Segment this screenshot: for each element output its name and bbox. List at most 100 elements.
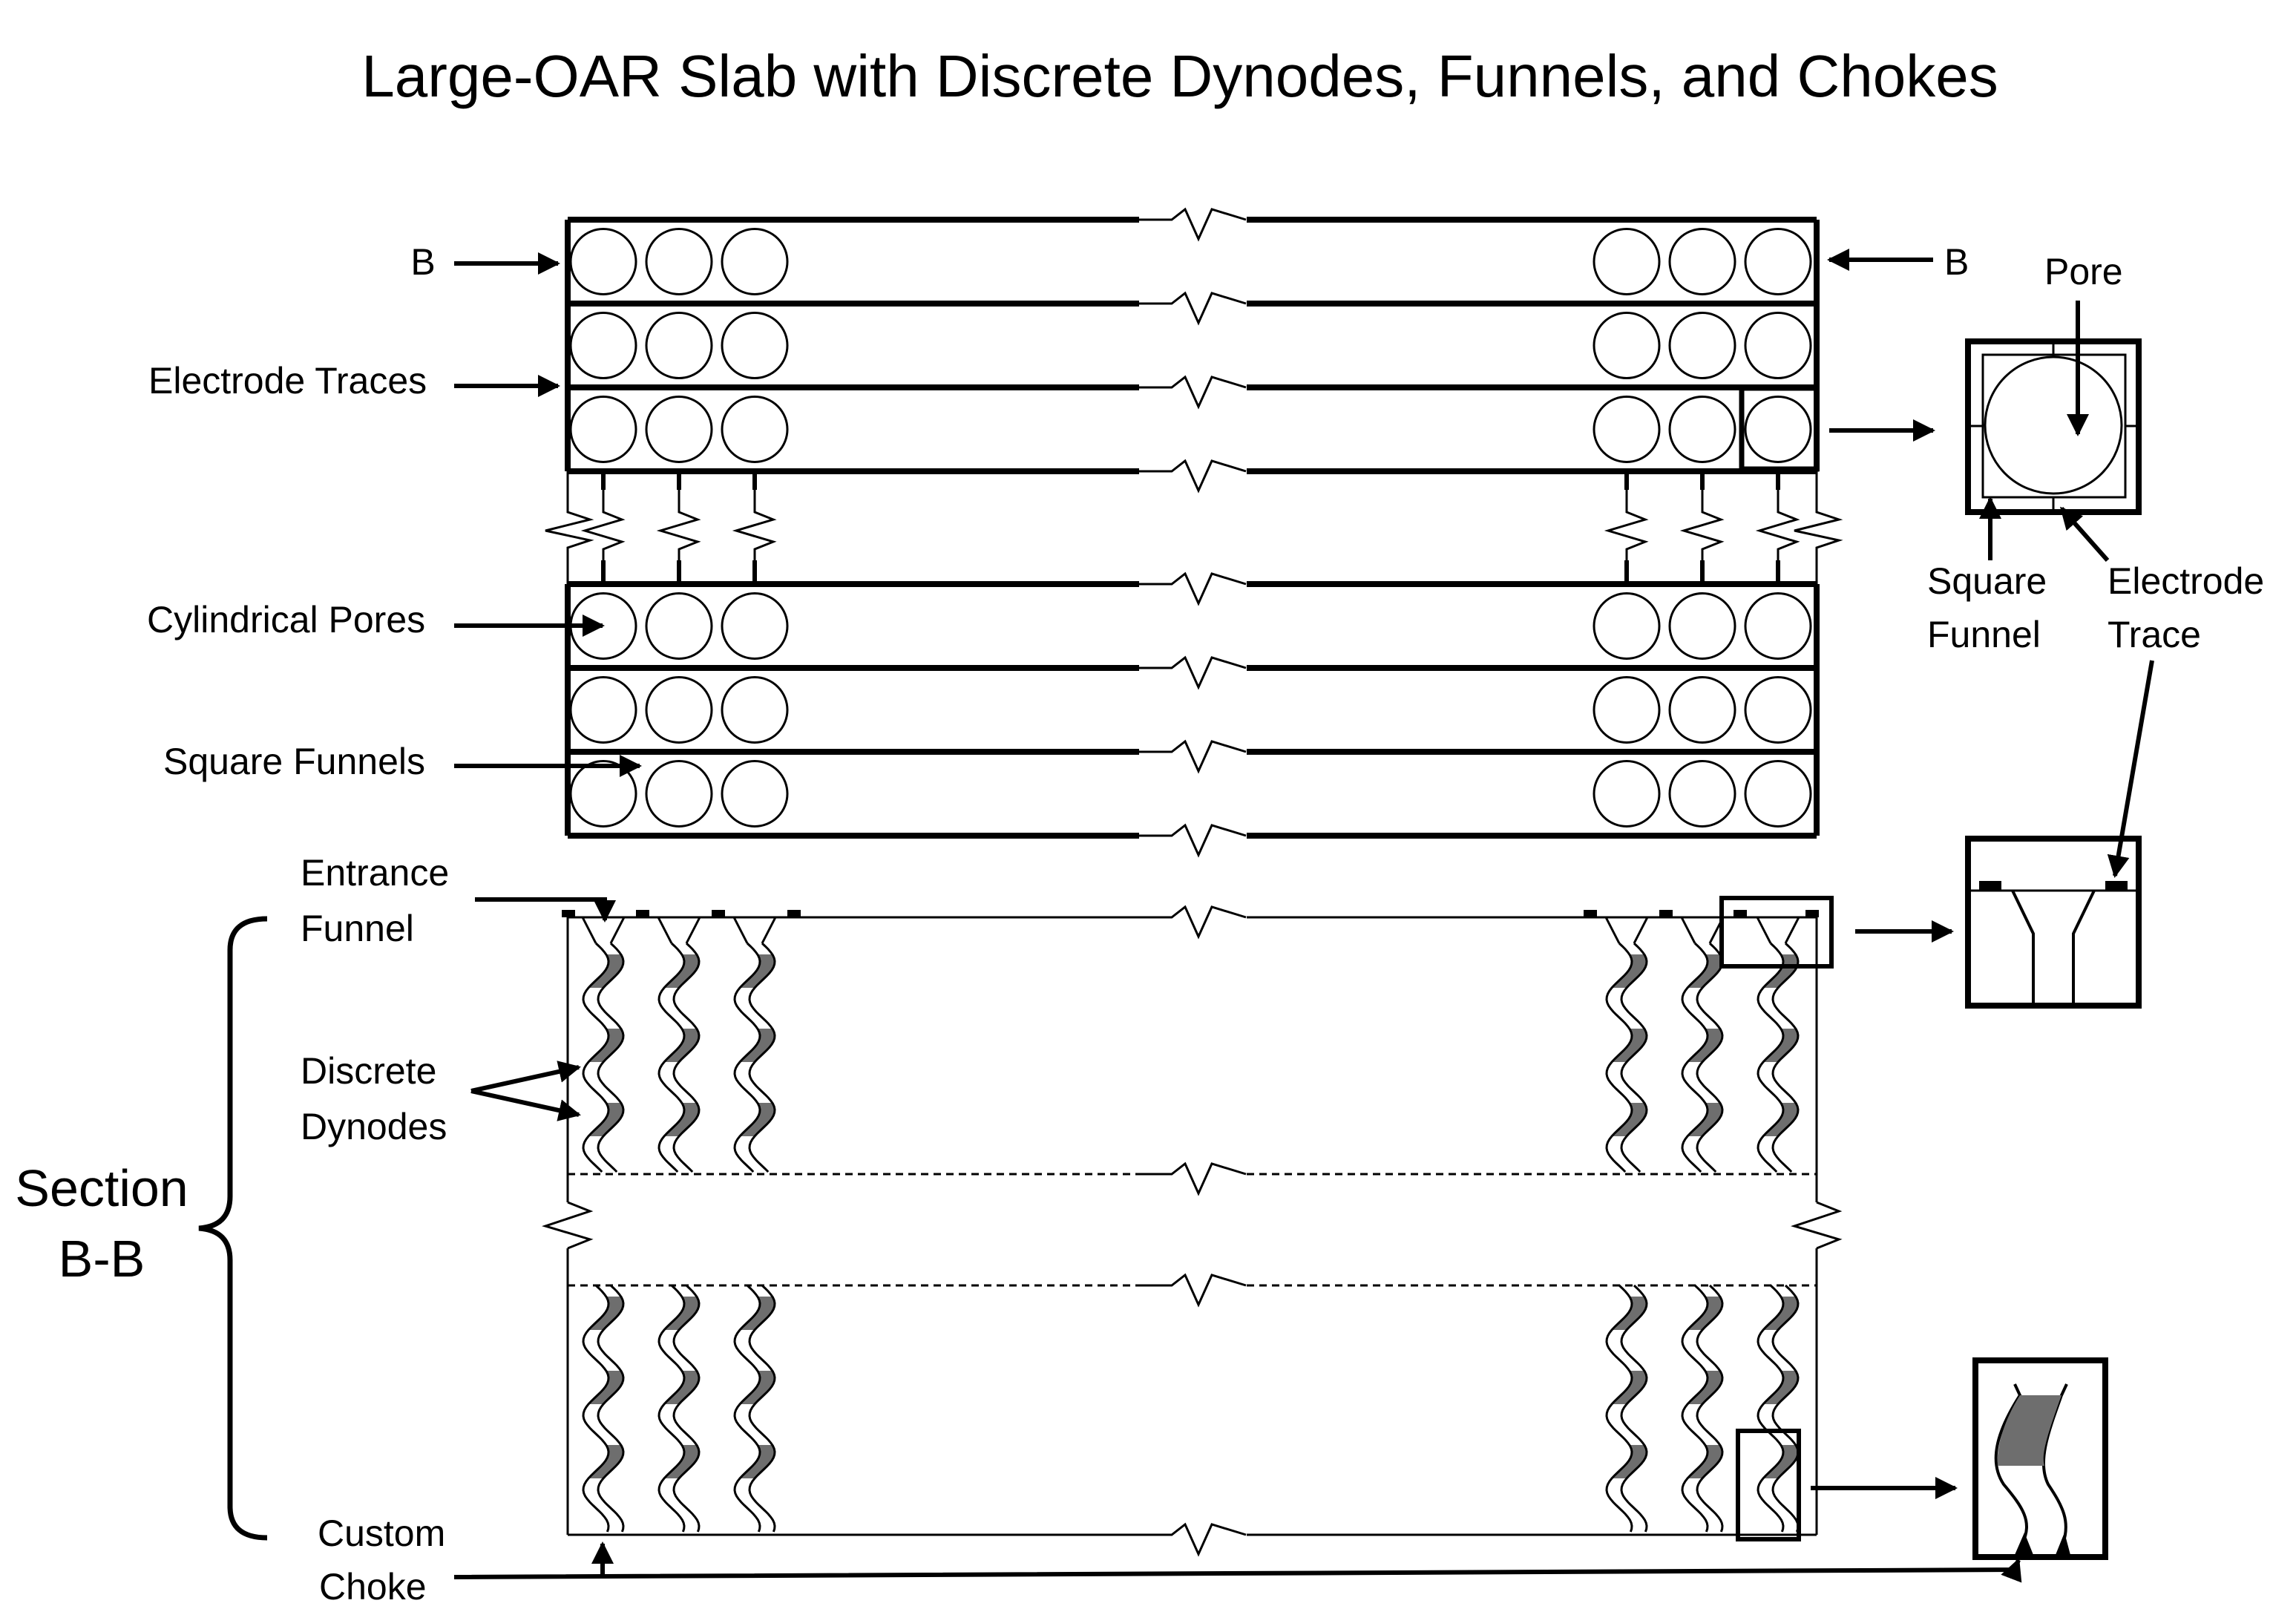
upper-channel-5-funnel-right — [1784, 917, 1800, 944]
entrance-electrode-pad-1 — [636, 910, 649, 917]
upper-channel-0-funnel-right — [609, 917, 626, 944]
discrete-dynodes-label-line1: Discrete — [301, 1050, 436, 1092]
upper-break-2 — [1139, 375, 1247, 410]
section-label-line1: Section — [15, 1159, 188, 1217]
plan-view-break-connectors — [545, 469, 1843, 584]
upper-channel-5 — [1756, 917, 1800, 1173]
upper-channel-2 — [732, 917, 777, 1173]
plan-view-upper-panel — [565, 207, 1820, 494]
lower-channel-4-wall-left — [1681, 1284, 1709, 1533]
upper-channel-1-funnel-right — [685, 917, 701, 944]
pore-connector-zig-1 — [656, 490, 701, 560]
lower-pore-2-3 — [1593, 760, 1661, 828]
pore-connector-zig-0 — [580, 490, 626, 560]
upper-pore-0-3 — [1593, 228, 1661, 295]
electrode-trace-arrow — [2059, 506, 2110, 562]
upper-pore-0-4 — [1668, 228, 1736, 295]
upper-pore-0-5 — [1744, 228, 1812, 295]
section-left-edge-break — [542, 1201, 594, 1250]
upper-pore-highlight-box — [1739, 385, 1820, 472]
lower-pore-1-1 — [645, 676, 713, 744]
upper-pore-1-3 — [1593, 312, 1661, 379]
upper-channel-1-funnel-left — [657, 917, 673, 944]
lower-pore-1-3 — [1593, 676, 1661, 744]
lower-break-3 — [1139, 823, 1247, 858]
lower-pore-0-5 — [1744, 592, 1812, 660]
upper-break-0 — [1139, 207, 1247, 242]
lower-channel-3-wall-left — [1605, 1284, 1633, 1533]
custom-choke-detail-arrow — [453, 1558, 2022, 1583]
upper-pore-2-2 — [721, 396, 789, 463]
entrance-electrode-pad-0 — [562, 910, 575, 917]
upper-channel-0-funnel-left — [581, 917, 597, 944]
lower-channel-3 — [1605, 1284, 1648, 1533]
upper-pore-2-3 — [1593, 396, 1661, 463]
upper-break-1 — [1139, 291, 1247, 326]
choke-highlight-box — [1736, 1429, 1801, 1541]
upper-pore-2-4 — [1668, 396, 1736, 463]
lower-pore-1-0 — [569, 676, 637, 744]
section-top-break — [1139, 905, 1247, 940]
square-funnel-label-line1: Square — [1927, 560, 2047, 602]
pore-connector-zig-3 — [1604, 490, 1649, 560]
entrance-funnel-label-line1: Entrance — [301, 852, 449, 894]
upper-pore-2-1 — [645, 396, 713, 463]
lower-channel-0 — [582, 1284, 625, 1533]
upper-channel-4-wall-right — [1696, 942, 1724, 1173]
lower-pore-1-4 — [1668, 676, 1736, 744]
upper-channel-3-funnel-left — [1604, 917, 1621, 944]
upper-channel-2-wall-left — [733, 942, 761, 1173]
upper-channel-5-wall-left — [1757, 942, 1785, 1173]
left-edge-break — [545, 469, 594, 584]
upper-channel-4-funnel-left — [1680, 917, 1696, 944]
upper-pore-1-1 — [645, 312, 713, 379]
lower-channel-0-wall-left — [582, 1284, 610, 1533]
lower-pore-0-1 — [645, 592, 713, 660]
square-funnel-label-line2: Funnel — [1927, 614, 2041, 655]
upper-channel-2-wall-right — [748, 942, 776, 1173]
lower-channel-1-wall-right — [672, 1284, 701, 1533]
lower-pore-1-5 — [1744, 676, 1812, 744]
lower-pore-2-0 — [569, 760, 637, 828]
entrance-funnel-arrow — [475, 897, 616, 923]
lower-channel-0-wall-right — [597, 1284, 625, 1533]
custom-choke-label-line1: Custom — [318, 1513, 445, 1554]
square-funnels-label: Square Funnels — [163, 741, 425, 782]
upper-channel-2-funnel-left — [732, 917, 749, 944]
choke-wall-left — [1994, 1383, 2028, 1544]
upper-channel-5-funnel-left — [1756, 917, 1772, 944]
plan-view-lower-panel — [565, 571, 1820, 858]
lower-pore-2-1 — [645, 760, 713, 828]
electrode-traces-label: Electrode Traces — [148, 360, 427, 402]
diagram-title: Large-OAR Slab with Discrete Dynodes, Fu… — [361, 43, 1998, 109]
upper-channel-3-wall-right — [1620, 942, 1648, 1173]
lower-channel-4 — [1681, 1284, 1724, 1533]
lower-channel-2 — [733, 1284, 776, 1533]
section-brace — [198, 916, 268, 1541]
upper-channel-3 — [1604, 917, 1649, 1173]
upper-pore-2-5 — [1744, 396, 1812, 463]
electrode-trace-label-line2: Trace — [2108, 614, 2201, 655]
lower-pore-0-3 — [1593, 592, 1661, 660]
lower-channel-5-wall-right — [1771, 1284, 1800, 1533]
entrance-funnel-highlight-box — [1719, 896, 1834, 969]
lower-channel-4-wall-right — [1696, 1284, 1724, 1533]
discrete-dynodes-arrow-1 — [470, 1061, 581, 1093]
lower-pore-2-2 — [721, 760, 789, 828]
upper-channel-1-wall-left — [657, 942, 686, 1173]
lower-pore-0-4 — [1668, 592, 1736, 660]
upper-pore-0-0 — [569, 228, 637, 295]
upper-channel-3-funnel-right — [1633, 917, 1649, 944]
custom-choke-label-line2: Choke — [319, 1566, 427, 1608]
entrance-electrode-pad-2 — [712, 910, 725, 917]
lower-channel-5 — [1757, 1284, 1800, 1533]
lower-pore-2-5 — [1744, 760, 1812, 828]
lower-pore-2-4 — [1668, 760, 1736, 828]
upper-channel-1-wall-right — [672, 942, 701, 1173]
entrance-electrode-pad-3 — [787, 910, 801, 917]
upper-channel-0-wall-left — [582, 942, 610, 1173]
lower-break-0 — [1139, 571, 1247, 606]
upper-pore-1-2 — [721, 312, 789, 379]
upper-channel-1 — [657, 917, 701, 1173]
right-edge-break — [1794, 469, 1843, 584]
